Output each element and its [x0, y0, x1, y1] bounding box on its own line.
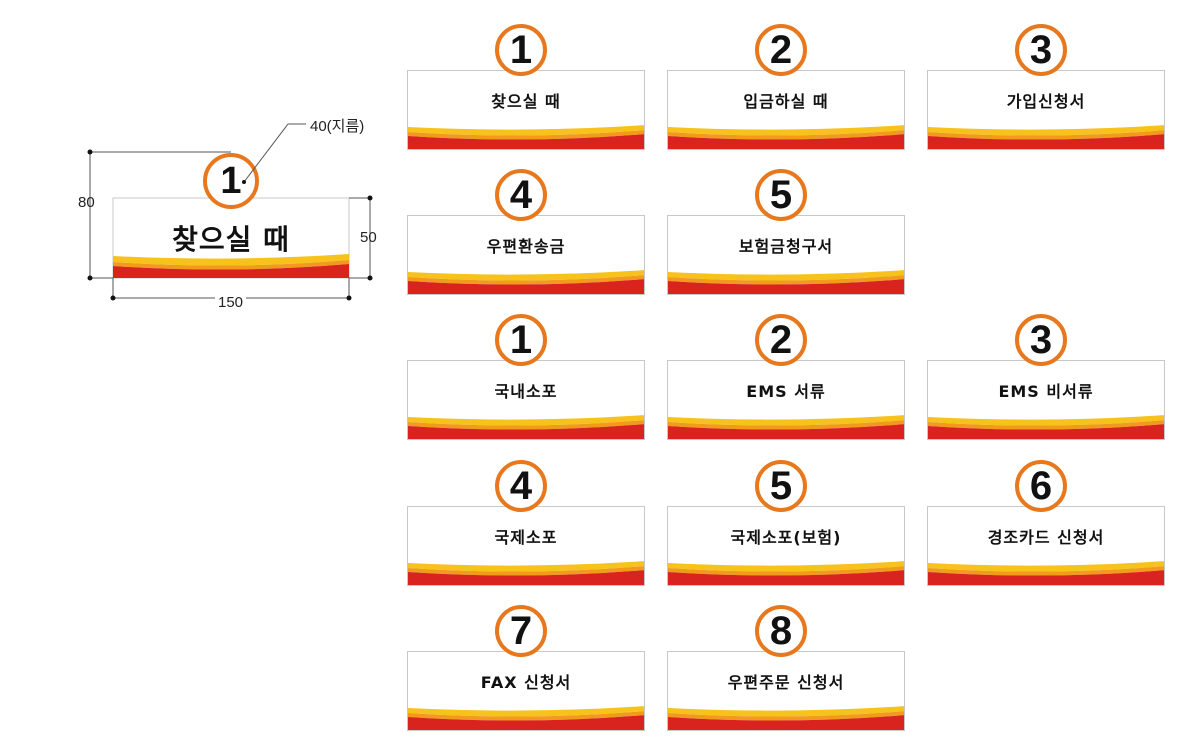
number-badge: 5 — [755, 460, 807, 512]
number-badge: 3 — [1015, 314, 1067, 366]
sign-8: 3 EMS 비서류 — [927, 314, 1165, 440]
number-badge: 3 — [1015, 24, 1067, 76]
sign-label: 우편주문 신청서 — [727, 673, 845, 692]
sign-5: 5 보험금청구서 — [667, 169, 905, 295]
number-badge: 8 — [755, 605, 807, 657]
sign-label: 국제소포 — [494, 528, 558, 547]
sign-label: 가입신청서 — [1006, 92, 1086, 111]
sign-label: 경조카드 신청서 — [987, 528, 1105, 547]
sign-label: 입금하실 때 — [743, 92, 829, 111]
sign-plate — [407, 651, 645, 731]
sign-11: 6 경조카드 신청서 — [927, 460, 1165, 586]
number-badge: 6 — [1015, 460, 1067, 512]
number-badge: 1 — [495, 314, 547, 366]
number-badge: 4 — [495, 169, 547, 221]
dim-height-plate: 50 — [360, 229, 377, 246]
sign-plate — [927, 506, 1165, 586]
sign-plate — [407, 215, 645, 295]
sign-plate — [667, 506, 905, 586]
sign-6: 1 국내소포 — [407, 314, 645, 440]
sign-plate — [667, 651, 905, 731]
sign-label: 국내소포 — [494, 382, 558, 401]
sign-12: 7 FAX 신청서 — [407, 605, 645, 731]
number-badge: 1 — [495, 24, 547, 76]
sign-label: 우편환송금 — [486, 237, 566, 256]
sign-2: 2 입금하실 때 — [667, 24, 905, 150]
sign-label: FAX 신청서 — [480, 673, 572, 692]
sign-1: 1 찾으실 때 — [407, 24, 645, 150]
sign-plate — [407, 360, 645, 440]
detail-label: 찾으실 때 — [172, 223, 290, 256]
sign-13: 8 우편주문 신청서 — [667, 605, 905, 731]
sign-3: 3 가입신청서 — [927, 24, 1165, 150]
sign-plate — [927, 70, 1165, 150]
sign-plate — [667, 215, 905, 295]
sign-plate — [407, 506, 645, 586]
sign-label: EMS 비서류 — [998, 382, 1094, 401]
sign-label: 보험금청구서 — [738, 237, 834, 256]
sign-label: 국제소포(보험) — [730, 528, 842, 547]
sign-4: 4 우편환송금 — [407, 169, 645, 295]
sign-7: 2 EMS 서류 — [667, 314, 905, 440]
number-badge: 2 — [755, 314, 807, 366]
sign-10: 5 국제소포(보험) — [667, 460, 905, 586]
number-badge: 7 — [495, 605, 547, 657]
dimension-drawing — [87, 123, 373, 301]
sign-9: 4 국제소포 — [407, 460, 645, 586]
dim-width: 150 — [215, 294, 247, 311]
sign-plate — [927, 360, 1165, 440]
sign-label: 찾으실 때 — [491, 92, 561, 111]
number-badge: 5 — [755, 169, 807, 221]
dim-circle-diameter: 40(지름) — [310, 118, 365, 135]
detail-number: 1 — [220, 160, 242, 202]
sign-plate — [407, 70, 645, 150]
number-badge: 2 — [755, 24, 807, 76]
sign-plate — [667, 360, 905, 440]
dim-height-total: 80 — [78, 194, 95, 211]
number-badge: 4 — [495, 460, 547, 512]
sign-label: EMS 서류 — [746, 382, 826, 401]
